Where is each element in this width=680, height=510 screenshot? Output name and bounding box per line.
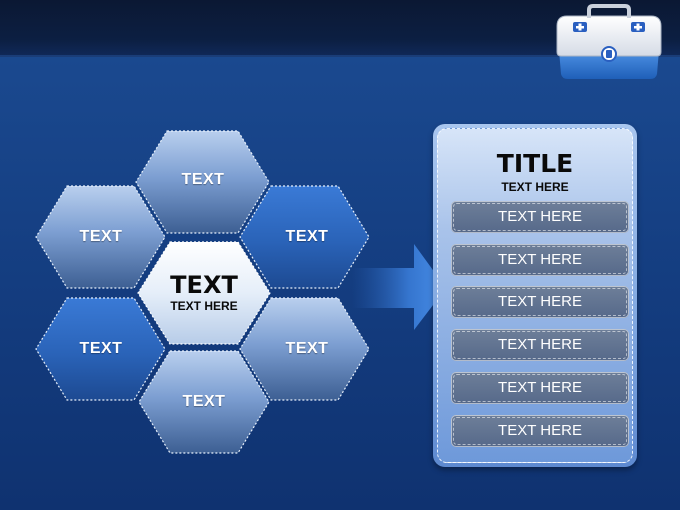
hexagon-upper-left-label: TEXT bbox=[79, 228, 123, 245]
hexagon-bottom bbox=[138, 350, 270, 454]
hexagon-top-label: TEXT bbox=[181, 171, 225, 188]
hexagon-lower-left bbox=[35, 297, 166, 401]
panel-title: TITLE bbox=[496, 149, 574, 178]
hexagon-lower-right-label: TEXT bbox=[285, 340, 329, 357]
hexagon-bottom-label: TEXT bbox=[182, 393, 226, 410]
toolbox-icon bbox=[556, 4, 662, 79]
panel-row-4: TEXT HERE bbox=[451, 329, 629, 361]
panel-row-5: TEXT HERE bbox=[451, 372, 629, 404]
hexagon-lower-right bbox=[239, 297, 370, 401]
panel-subtitle: TEXT HERE bbox=[501, 180, 569, 194]
title-panel-inner: TITLE TEXT HERE TEXT HERE TEXT HERE TEXT… bbox=[437, 128, 633, 463]
right-arrow-icon bbox=[352, 244, 446, 330]
title-panel: TITLE TEXT HERE TEXT HERE TEXT HERE TEXT… bbox=[433, 124, 637, 467]
hexagon-upper-left bbox=[35, 185, 166, 289]
hexagon-center-subtitle: TEXT HERE bbox=[170, 299, 238, 313]
hexagon-center-title: TEXT bbox=[170, 271, 238, 299]
hexagon-upper-right bbox=[239, 185, 370, 289]
hexagon-upper-right-label: TEXT bbox=[285, 228, 329, 245]
hexagon-center bbox=[137, 241, 271, 345]
hexagon-top bbox=[135, 130, 270, 234]
panel-row-6: TEXT HERE bbox=[451, 415, 629, 447]
panel-row-2: TEXT HERE bbox=[451, 244, 629, 276]
hexagon-lower-left-label: TEXT bbox=[79, 340, 123, 357]
panel-row-3: TEXT HERE bbox=[451, 286, 629, 318]
panel-row-1: TEXT HERE bbox=[451, 201, 629, 233]
